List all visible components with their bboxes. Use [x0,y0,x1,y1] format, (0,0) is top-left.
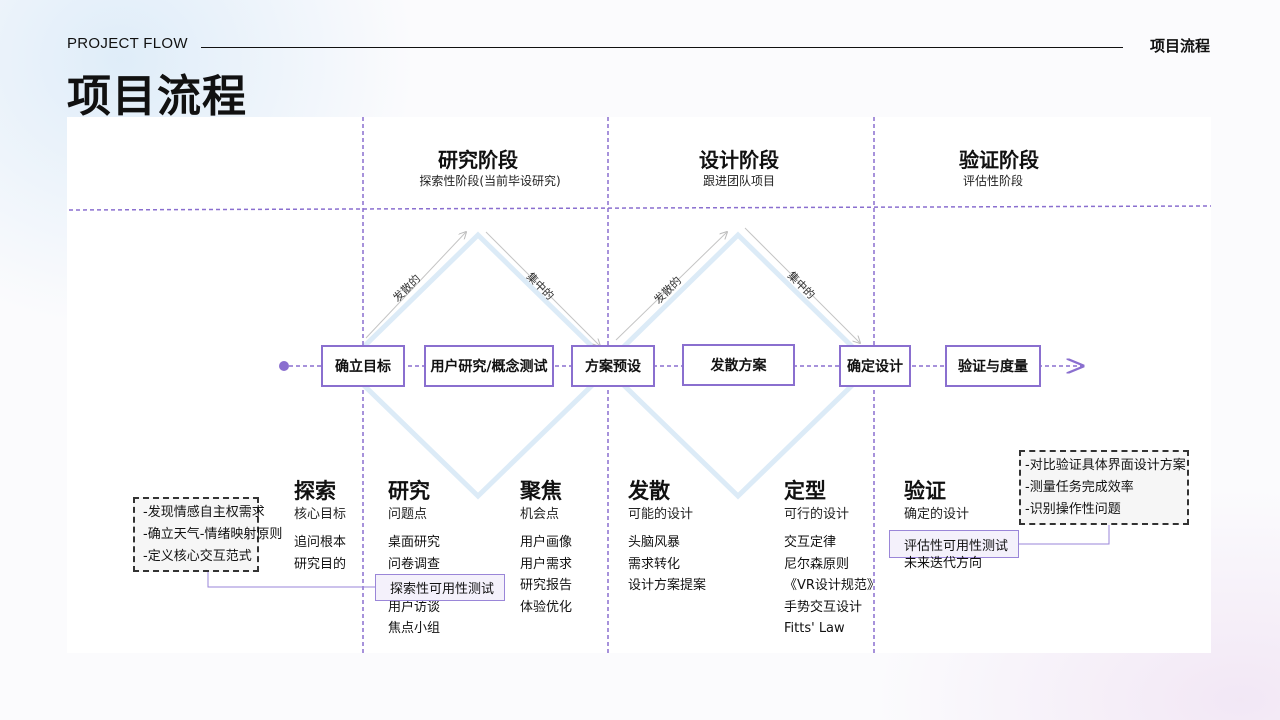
diamond-research [340,231,616,500]
step-finalize-design[interactable]: 确定设计 [839,345,911,387]
col-title-validate: 验证 [904,479,946,503]
step-user-research[interactable]: 用户研究/概念测试 [424,345,554,387]
col-list-focus: 用户画像 用户需求 研究报告 体验优化 [520,532,572,618]
highlight-exploratory-test: 探索性可用性测试 [375,574,505,601]
list-item: 未来迭代方向 [904,556,983,571]
col-list-research: 桌面研究 问卷调查 用户访谈 焦点小组 [388,532,440,640]
list-item: 设计方案提案 [628,578,707,593]
list-item: 头脑风暴 [628,535,681,550]
note-item: -对比验证具体界面设计方案 [1025,458,1186,473]
note-item: -识别操作性问题 [1025,502,1121,517]
list-item: 追问根本 [294,535,347,550]
list-item: 桌面研究 [388,535,441,550]
list-item: 研究目的 [294,556,347,572]
col-sub-research: 问题点 [388,507,428,522]
col-title-diverge: 发散 [628,479,670,503]
list-item: 交互定律 [784,535,837,550]
list-item: 体验优化 [520,599,573,615]
list-item: 用户访谈 [388,599,441,615]
list-item: 研究报告 [520,578,573,593]
phase-sub-design: 跟进团队项目 [702,174,775,188]
list-item: 焦点小组 [388,621,441,636]
connector-right-note [1018,524,1110,545]
col-title-finalize: 定型 [784,479,826,503]
phase-sub-research: 探索性阶段(当前毕设研究) [419,174,561,188]
diamond-design [600,231,876,500]
arrow-diverge-1 [365,232,466,339]
note-item: -确立天气-情绪映射原则 [143,527,283,542]
list-item: 问卷调查 [388,556,441,572]
step-validate-measure[interactable]: 验证与度量 [945,345,1041,387]
list-item: 《VR设计规范》 [784,578,880,593]
col-list-validate: 未来迭代方向 [904,553,982,575]
phase-sub-validation: 评估性阶段 [962,174,1023,188]
col-sub-explore: 核心目标 [294,507,347,522]
arrow-converge-1 [485,231,600,346]
note-item: -发现情感自主权需求 [143,505,265,520]
header-right-title: 项目流程 [1150,37,1211,55]
list-item: 尼尔森原则 [784,556,850,572]
divider-horizontal [68,205,1212,211]
list-item: 用户需求 [520,556,573,572]
col-title-research: 研究 [388,479,430,503]
phase-title-design: 设计阶段 [699,148,779,172]
page-title: 项目流程 [67,71,247,122]
list-item: 需求转化 [628,556,681,572]
highlight-evaluative-test: 评估性可用性测试 [889,530,1019,558]
header-divider [201,47,1123,48]
list-item: 用户画像 [520,535,573,550]
connector-left-note [207,571,375,588]
flow-start-dot [279,361,289,371]
list-item: Fitts' Law [784,621,845,636]
col-list-diverge: 头脑风暴 需求转化 设计方案提案 [628,532,706,597]
col-sub-finalize: 可行的设计 [784,507,850,522]
phase-title-validation: 验证阶段 [959,148,1039,172]
phase-title-research: 研究阶段 [438,148,518,172]
step-divergent-solutions[interactable]: 发散方案 [682,344,795,386]
col-title-focus: 聚焦 [520,479,562,503]
col-title-explore: 探索 [294,479,336,503]
col-list-explore: 追问根本 研究目的 [294,532,346,575]
arrow-diverge-2 [615,232,727,341]
brand-label: PROJECT FLOW [67,35,188,52]
note-item: -测量任务完成效率 [1025,480,1134,495]
arrow-converge-2 [744,227,860,343]
col-sub-focus: 机会点 [520,507,560,522]
note-item: -定义核心交互范式 [143,549,252,564]
note-box-left: -发现情感自主权需求 -确立天气-情绪映射原则 -定义核心交互范式 [133,497,283,572]
col-list-finalize: 交互定律 尼尔森原则 《VR设计规范》 手势交互设计 Fitts' Law [784,532,880,640]
list-item: 手势交互设计 [784,599,863,615]
step-solution-preset[interactable]: 方案预设 [571,345,655,387]
col-sub-diverge: 可能的设计 [628,507,694,522]
note-box-right: -对比验证具体界面设计方案 -测量任务完成效率 -识别操作性问题 [1019,450,1189,525]
step-define-goal[interactable]: 确立目标 [321,345,405,387]
col-sub-validate: 确定的设计 [904,507,970,522]
